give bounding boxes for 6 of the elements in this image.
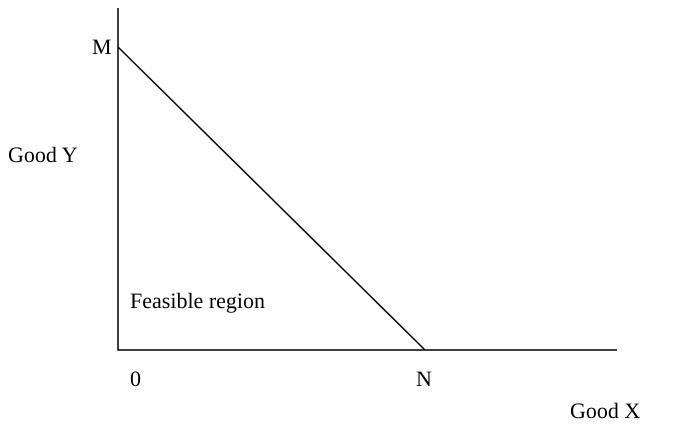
axis-point-label: 0 xyxy=(130,368,141,390)
axis-point-label: M xyxy=(92,36,112,58)
region-label: Feasible region xyxy=(130,290,266,312)
axis-point-label: N xyxy=(416,368,432,390)
axis-label: Good X xyxy=(570,400,640,422)
axis-label: Good Y xyxy=(8,144,78,166)
